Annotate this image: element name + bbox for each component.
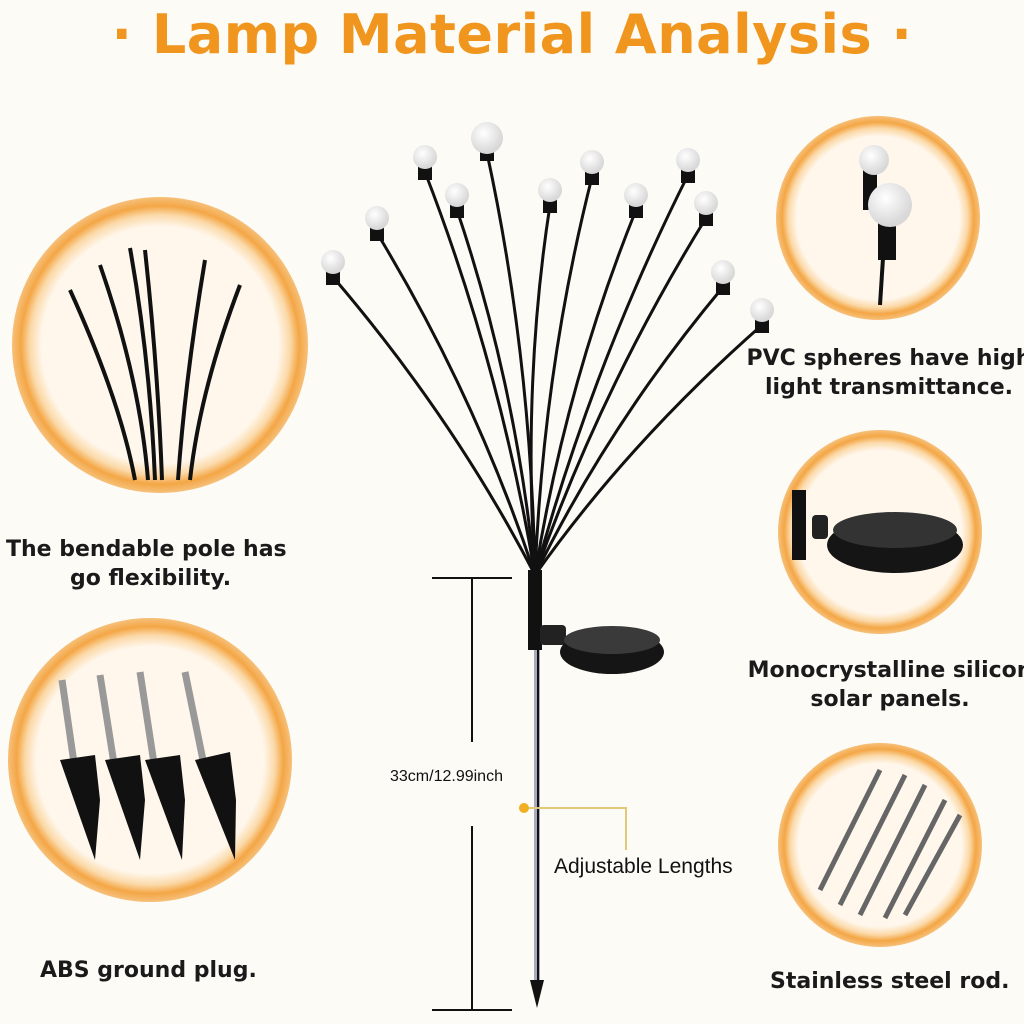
feature-text: solar panels.	[810, 687, 970, 712]
detail-circle-solar-panel	[778, 430, 982, 634]
lamp-stalk	[455, 209, 537, 576]
lamp-stalk	[375, 232, 537, 576]
detail-circle-steel-rod	[778, 743, 982, 947]
feature-text: light transmittance.	[765, 375, 1013, 400]
detail-circle-pvc-spheres	[776, 116, 980, 320]
lamp-stalk	[533, 217, 708, 576]
lamp-bulb	[694, 191, 718, 215]
feature-text: The bendable pole has	[6, 537, 287, 562]
lamp-bulb	[471, 122, 503, 154]
dimension-label: 33cm/12.99inch	[390, 768, 503, 785]
lamp-bulb	[445, 183, 469, 207]
lamp-bulb	[624, 183, 648, 207]
lamp-bulb	[413, 145, 437, 169]
feature-solar-panels: Monocrystalline silicon solar panels.	[740, 656, 1024, 714]
feature-text: go flexibility.	[70, 566, 232, 591]
lamp-stalk	[533, 174, 690, 576]
lamp-bulb	[538, 178, 562, 202]
lamp-bulb	[676, 148, 700, 172]
detail-circle-ground-plug	[8, 618, 292, 902]
feature-pvc-spheres: PVC spheres have high light transmittanc…	[744, 344, 1024, 402]
lamp	[321, 122, 774, 1008]
lamp-stalk	[423, 171, 537, 576]
page-title: · Lamp Material Analysis ·	[111, 3, 913, 66]
lamp-bulb	[321, 250, 345, 274]
lamp-stalk	[533, 323, 763, 576]
lamp-stalk	[529, 204, 552, 576]
lamp-stalk	[533, 286, 725, 576]
callout-adjustable-lengths: Adjustable Lengths	[554, 855, 733, 878]
callout-leader	[519, 803, 627, 850]
lamp-bulb	[365, 206, 389, 230]
lamp-stalk	[533, 209, 638, 576]
lamp-stalk	[331, 276, 537, 576]
feature-steel-rod: Stainless steel rod.	[770, 969, 1010, 994]
feature-text: Monocrystalline silicon	[747, 658, 1024, 683]
lamp-bulb	[711, 260, 735, 284]
feature-text: PVC spheres have high	[746, 346, 1024, 371]
detail-circle-bendable-pole	[12, 197, 308, 493]
dimension-line	[432, 577, 512, 1011]
lamp-bulb	[580, 150, 604, 174]
lamp-stalk	[533, 176, 594, 576]
lamp-bulb	[750, 298, 774, 322]
feature-ground-plug: ABS ground plug.	[40, 958, 257, 983]
feature-bendable-pole: The bendable pole has go flexibility.	[6, 535, 287, 593]
